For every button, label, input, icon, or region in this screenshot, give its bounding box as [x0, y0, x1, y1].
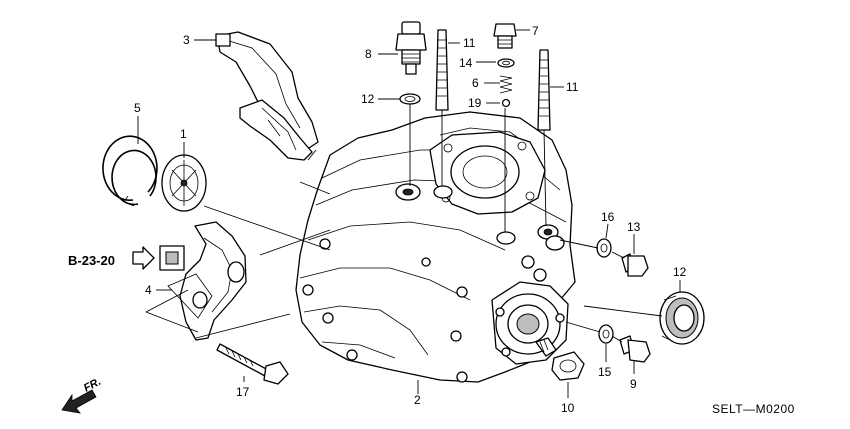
reference-label: B-23-20: [68, 253, 115, 268]
diagram-code: SELT—M0200: [712, 402, 795, 416]
callout-7: 7: [532, 24, 539, 38]
callout-2: 2: [414, 393, 421, 407]
transmission-housing: [295, 111, 576, 383]
callout-14: 13: [627, 220, 641, 234]
washer-12: [399, 93, 421, 105]
callout-17: 16: [601, 210, 615, 224]
callout-9: 9: [630, 377, 637, 391]
callout-1: 1: [180, 127, 187, 141]
connector-part: [132, 245, 185, 271]
direction-label: FR.: [82, 376, 103, 395]
front-direction-arrow: FR.: [61, 376, 103, 414]
wire-bracket: [215, 31, 319, 161]
callout-5: 5: [134, 101, 141, 115]
oil-seal: [659, 291, 705, 345]
sensor-switch: [395, 21, 427, 75]
drain-plug: [535, 337, 585, 381]
ball-19: [501, 98, 511, 108]
callout-4: 4: [145, 283, 152, 297]
stud-bolt-right: [537, 49, 551, 131]
long-bolt: [216, 343, 289, 385]
washer-16: [598, 324, 614, 344]
snap-ring: [102, 135, 158, 207]
washer-15: [497, 58, 515, 68]
callout-11-left: 11: [463, 36, 476, 50]
callout-6: 6: [472, 76, 479, 90]
callout-12: 12: [361, 92, 375, 106]
callout-numbers: 3 8 11 7 14 6 11 12 19 5 1 16 13 12 4 15…: [134, 24, 687, 415]
bolt-9: [619, 335, 651, 363]
bolt-14: [621, 253, 649, 277]
guide-lines: [145, 104, 663, 343]
callout-19: 19: [468, 96, 482, 110]
callout-10: 10: [561, 401, 575, 415]
callout-8: 8: [365, 47, 372, 61]
callout-18: 17: [236, 385, 250, 399]
leader-lines: [137, 29, 681, 398]
spring-6: [499, 75, 513, 94]
mount-bracket: [167, 221, 247, 341]
washer-17: [596, 238, 612, 258]
stud-bolt-left: [435, 29, 449, 111]
plate-part: [161, 154, 207, 212]
callout-16: 15: [598, 365, 612, 379]
callout-15: 14: [459, 56, 473, 70]
callout-11-right: 11: [566, 80, 579, 94]
callout-3: 3: [183, 33, 190, 47]
bolt-7: [493, 23, 517, 49]
callout-13: 12: [673, 265, 687, 279]
